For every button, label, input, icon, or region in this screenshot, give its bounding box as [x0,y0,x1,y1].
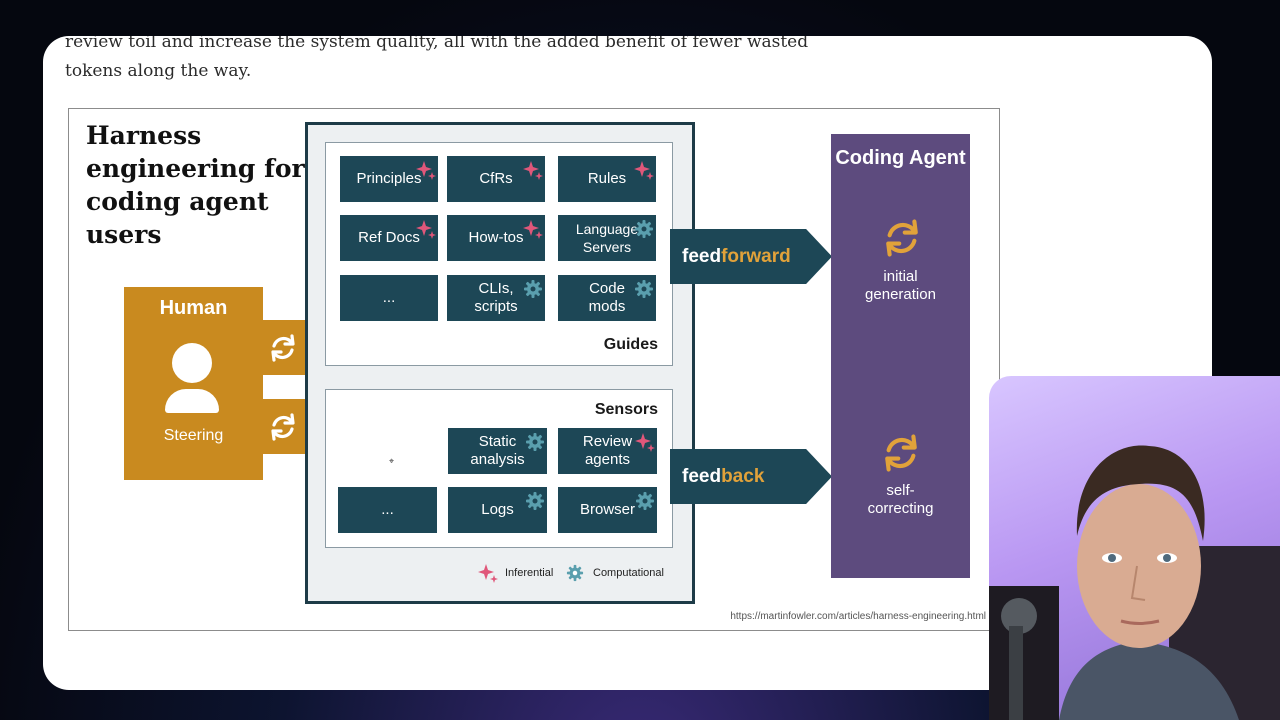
harness-diagram: Harness engineering for coding agent use… [68,108,1000,631]
article-page: review toil and increase the system qual… [43,36,1212,690]
tile-label: Logs [481,501,514,518]
tile-label: ... [381,501,394,518]
tile-label: CfRs [479,170,513,187]
tile-label: Ref Docs [358,229,420,246]
guide-tile: Language Servers [558,215,656,261]
guide-tile: Rules [558,156,656,202]
feedback-arrow: feedback [670,449,832,504]
sensors-panel: Sensors Static analysis Review agents ..… [325,389,673,548]
sparkle-icon [523,220,543,239]
mouse-cursor-icon: ⌖ [389,456,395,466]
sensor-tile: Logs [448,487,547,533]
sensor-tile: Review agents [558,428,657,474]
human-block: Human Steering [124,287,263,480]
guide-tile: Principles [340,156,438,202]
tile-label: Review agents [582,433,633,468]
article-paragraph: review toil and increase the system qual… [65,36,809,81]
sparkle-icon [416,161,436,180]
tile-label: Principles [356,170,422,187]
source-url: https://martinfowler.com/articles/harnes… [730,611,986,622]
tile-label: Static analysis [470,433,525,468]
refresh-icon [885,434,917,472]
sparkle-icon [478,564,498,583]
guides-label: Guides [603,336,658,353]
legend-computational: Computational [593,567,664,579]
agent-title: Coding Agent [835,147,966,169]
tile-label: ... [382,289,396,306]
sparkle-icon [523,161,543,180]
feedback-accent: back [721,466,765,487]
gear-icon [566,564,584,582]
human-label: Steering [163,427,224,444]
sensor-tile: Browser [558,487,657,533]
tile-label: CLIs, scripts [474,280,518,315]
gear-icon [524,280,542,298]
tile-label: Language Servers [575,221,639,255]
guide-tile: Code mods [558,275,656,321]
guide-tile: CLIs, scripts [447,275,545,321]
tile-label: Rules [587,170,627,187]
sparkle-icon [635,433,655,452]
guide-tile: ... [340,275,438,321]
person-icon-head [172,343,212,383]
gear-icon [636,492,654,510]
human-title: Human [159,297,228,319]
tile-label: Browser [579,501,635,518]
harness-container: Principles CfRs Rules Ref Docs How-tos [305,122,695,604]
sensor-tile: ... [338,487,437,533]
webcam-overlay [989,376,1280,720]
refresh-icon [271,413,295,441]
feedforward-prefix: feed [682,246,722,267]
guide-tile: Ref Docs [340,215,438,261]
feedback-prefix: feed [682,466,722,487]
gear-icon [526,433,544,451]
gear-icon [635,220,653,238]
guide-tile: CfRs [447,156,545,202]
presenter-image [989,445,1280,720]
gear-icon [635,280,653,298]
refresh-icon [271,334,295,362]
initial-generation-label: initial generation [865,268,936,303]
person-icon-body [165,389,219,413]
sparkle-icon [634,161,654,180]
sensor-tile: Static analysis [448,428,547,474]
guide-tile: How-tos [447,215,545,261]
gear-icon [526,492,544,510]
legend-inferential: Inferential [505,567,554,579]
refresh-icon [886,219,918,257]
feedforward-arrow: feedforward [670,229,832,284]
tile-label: Code mods [588,280,626,315]
coding-agent-block: Coding Agent initial generation self- co… [831,134,970,578]
feedforward-accent: forward [721,246,791,267]
diagram-title: Harness engineering for coding agent use… [86,121,305,249]
guides-panel: Principles CfRs Rules Ref Docs How-tos [325,142,673,366]
sparkle-icon [416,220,436,239]
tile-label: How-tos [468,229,524,246]
sensors-label: Sensors [594,401,658,418]
self-correcting-label: self- correcting [867,482,934,517]
